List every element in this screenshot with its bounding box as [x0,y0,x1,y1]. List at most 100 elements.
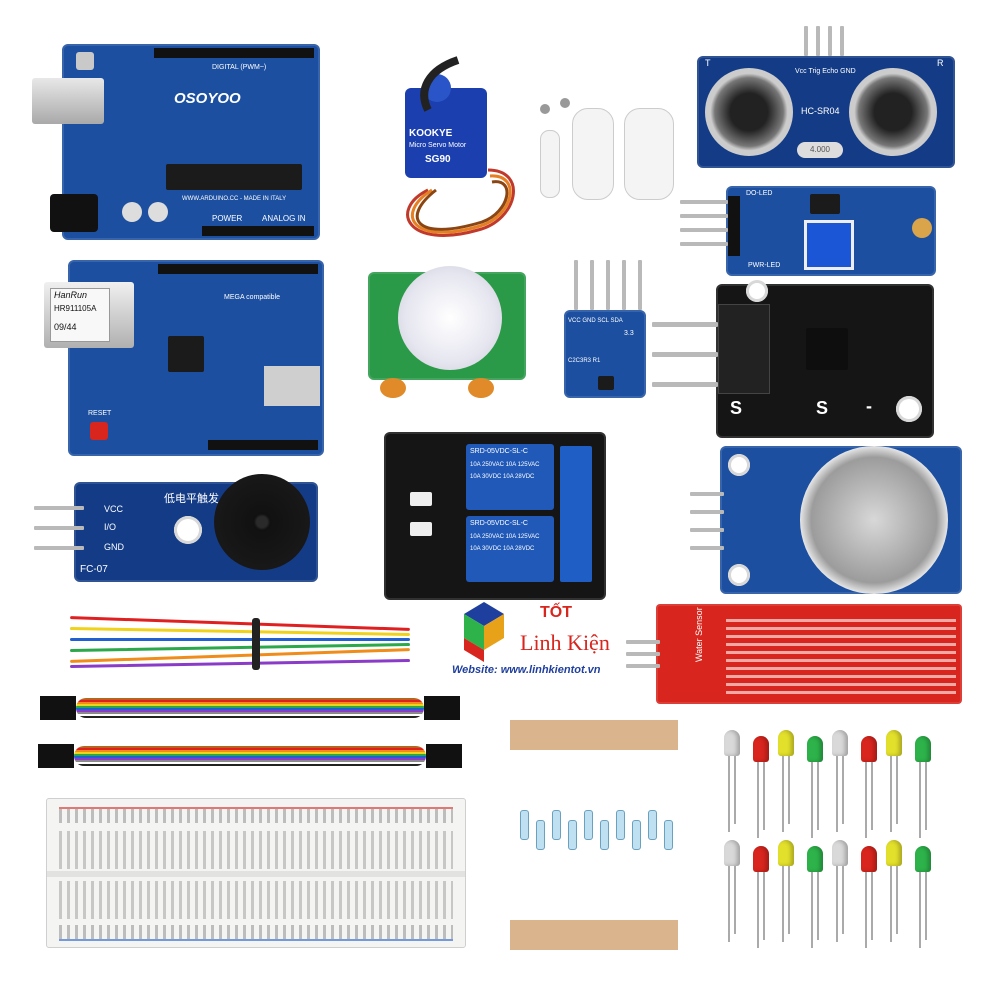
ldr-pin [680,242,728,246]
led [886,840,902,866]
led [915,846,931,872]
led [724,840,740,866]
terminal-strip [59,881,453,919]
led-leg [788,756,790,824]
led [832,730,848,756]
led [753,846,769,872]
led-leg [782,756,784,832]
ethernet-brand: HanRun [54,290,88,300]
led-leg [757,872,759,948]
gas-pin [690,546,724,550]
pir-potentiometer [380,378,406,398]
gas-sensor-mesh [800,446,948,594]
servo-horn [572,108,614,200]
buzzer-title: 低电平触发 [164,493,219,505]
breadboard [46,798,466,948]
crystal: 4.000 [797,142,843,158]
buzzer-gnd: GND [104,542,124,552]
eth-header [158,264,318,274]
ldr-sensor-module: DO-LED PWR-LED [726,186,936,276]
led [832,840,848,866]
led-leg [925,872,927,940]
paper-tape [510,720,678,750]
water-pin [626,664,660,668]
logo-website: Website: www.linhkientot.vn [452,664,601,676]
led-leg [842,756,844,824]
led [807,846,823,872]
led-leg [896,756,898,824]
logo-name: Linh Kiện [520,630,610,655]
uno-analog-label: ANALOG IN [262,214,306,223]
uno-brand: OSOYOO [174,90,241,107]
mount-hole [746,280,768,302]
servo-horn [624,108,674,200]
gas-pin [690,510,724,514]
i2c-sensor-module: VCC GND SCL SDA 3.3 C2C3R3 R1 [564,310,646,398]
led-leg [811,762,813,838]
ldr-top-label: DO-LED [746,190,773,197]
ultrasonic-pin [804,26,808,56]
dht-label-mid: S [816,398,829,418]
resistor [520,810,529,840]
ultrasonic-pin [840,26,844,56]
transducer-r [849,68,937,156]
ethernet-shield: HanRun HR911105A 09/44 MEGA compatible R… [44,260,324,456]
relay-spec: 10A 30VDC 10A 28VDC [470,546,535,552]
led-leg [871,872,873,940]
relay-spec: 10A 250VAC 10A 125VAC [470,534,540,540]
water-traces [726,614,956,694]
sensor-chip [598,376,614,390]
resistor-pack [510,720,678,950]
led-leg [757,762,759,838]
led-leg [919,762,921,838]
gas-pin [690,528,724,532]
gyro-pin [590,260,594,310]
gyro-pin [638,260,642,310]
gyro-v: 3.3 [624,330,634,337]
resistor [536,820,545,850]
center-channel [47,871,465,877]
led-leg [890,756,892,832]
rj45-label [50,288,110,342]
mount-hole [728,564,750,586]
resistor [632,820,641,850]
mount-hole [728,454,750,476]
led-leg [788,866,790,934]
rj45-jack [44,282,134,348]
ultrasonic-pin [828,26,832,56]
servo-brand: KOOKYE [409,128,453,139]
w5100-chip [168,336,204,372]
ldr-bottom-label: PWR-LED [748,262,781,269]
servo-model: SG90 [425,154,451,165]
screw [540,104,550,114]
optocoupler [410,522,432,536]
gyro-pin [622,260,626,310]
led-leg [890,866,892,942]
resistor [584,810,593,840]
paper-tape [510,920,678,950]
ultrasonic-model: HC-SR04 [801,106,840,116]
led [753,736,769,762]
ultrasonic-t: T [705,58,711,68]
arduino-uno-board: OSOYOO DIGITAL (PWM~) WWW.ARDUINO.CC - M… [32,44,320,240]
led [861,736,877,762]
servo-type: Micro Servo Motor [409,142,467,149]
ethernet-compat: MEGA compatible [224,294,281,301]
buzzer-vcc: VCC [104,504,124,514]
led-leg [817,872,819,940]
optocoupler [410,492,432,506]
uno-power-label: POWER [212,214,243,223]
ribbon-cable [40,690,460,726]
power-rail [59,925,453,941]
led-leg [836,756,838,832]
ldr-header [728,196,740,256]
digital-header [154,48,314,58]
gyro-pin [574,260,578,310]
ldr-pin [680,228,728,232]
gas-pin [690,492,724,496]
screw [560,98,570,108]
led-leg [811,872,813,948]
reset-button [90,422,108,440]
jumper-wire-bundle [40,614,436,678]
water-pin [626,652,660,656]
